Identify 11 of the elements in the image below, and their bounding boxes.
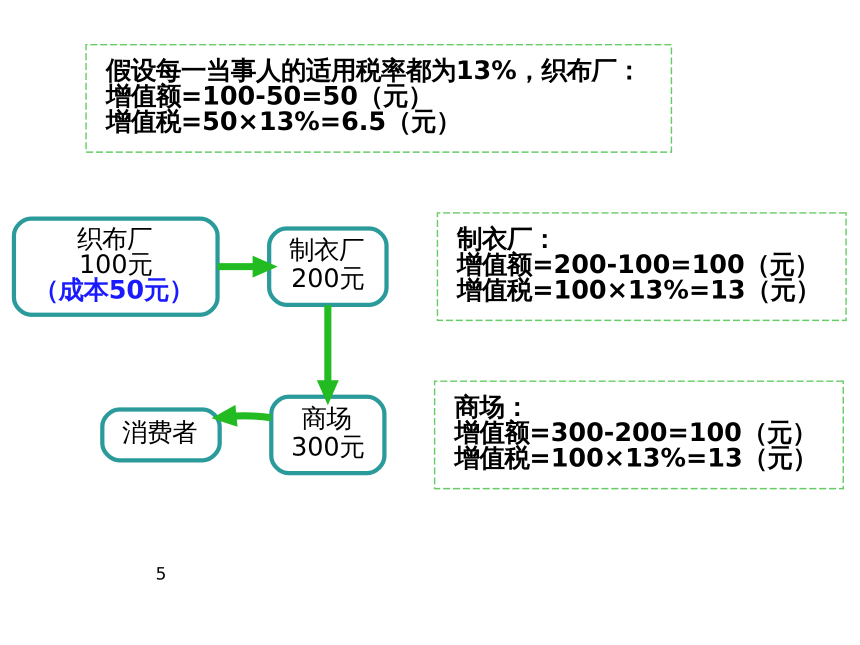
node-box: 商场 300元 [269, 394, 387, 476]
node-box: 商场： 增值额=300-200=100（元） 增值税=100×13%=13（元） [434, 380, 844, 490]
arrow [218, 256, 278, 278]
arrow [212, 404, 272, 427]
arrow [316, 305, 339, 406]
node-box: 制衣厂 200元 [267, 226, 389, 307]
node-box: 织布厂 100元 （成本50元） [12, 216, 220, 317]
label: 5 [156, 563, 166, 584]
node-box: 制衣厂： 增值额=200-100=100（元） 增值税=100×13%=13（元） [436, 212, 847, 322]
node-box: 消费者 [100, 407, 222, 462]
node-box: 假设每一当事人的适用税率都为13%，织布厂： 增值额=100-50=50（元） 增值税=50×13%=6.5（元） [85, 44, 672, 153]
